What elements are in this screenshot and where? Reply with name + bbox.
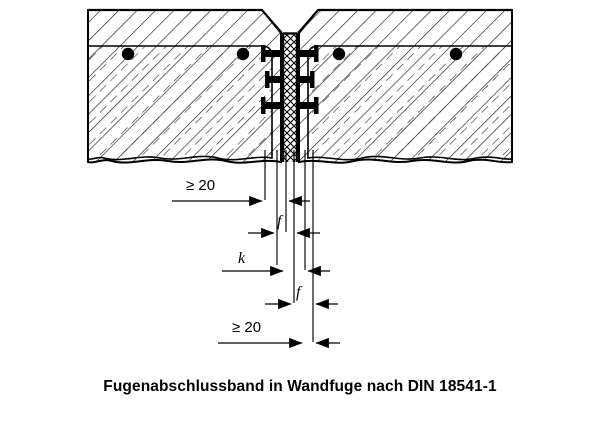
waterstop-ribs	[261, 45, 319, 114]
waterstop-tape	[261, 32, 319, 162]
rebar-dot	[332, 47, 346, 61]
waterstop-rib	[296, 50, 318, 57]
wall-right-core	[307, 45, 513, 161]
waterstop-rib	[262, 50, 284, 57]
waterstop-rib	[266, 76, 284, 83]
dim-bottom-min20-label: ≥ 20	[232, 319, 261, 336]
wall-left	[87, 9, 282, 164]
waterstop-core	[283, 33, 297, 162]
dim-top-min20: ≥ 20	[172, 177, 310, 207]
dim-lower-f-label: f	[296, 284, 303, 301]
extension-lines	[264, 150, 314, 342]
waterstop-rib-end	[314, 45, 319, 62]
dim-upper-f: f	[248, 213, 320, 239]
figure-caption: Fugenabschlussband in Wandfuge nach DIN …	[103, 378, 497, 395]
dim-k-label: k	[238, 250, 246, 267]
dim-lower-f: f	[265, 284, 338, 310]
waterstop-rib	[296, 102, 318, 109]
rebar-dot	[236, 47, 250, 61]
dim-upper-f-label: f	[277, 213, 284, 230]
wall-section	[87, 8, 513, 164]
waterstop-rib-end	[265, 71, 270, 88]
dim-bottom-min20: ≥ 20	[218, 319, 340, 349]
waterstop-rib-end	[310, 71, 315, 88]
wall-left-core	[87, 45, 273, 161]
waterstop-rib	[262, 102, 284, 109]
dim-k: k	[222, 250, 330, 277]
rebar-dot	[121, 47, 135, 61]
waterstop-rib-end	[314, 97, 319, 114]
joint-notch	[261, 9, 319, 34]
wall-right	[298, 9, 513, 164]
rebar-dot	[449, 47, 463, 61]
rebar-group	[121, 47, 463, 61]
waterstop-rib-end	[261, 97, 266, 114]
dim-top-min20-label: ≥ 20	[186, 177, 215, 194]
waterstop-rib-end	[261, 45, 266, 62]
waterstop-rib	[296, 76, 314, 83]
